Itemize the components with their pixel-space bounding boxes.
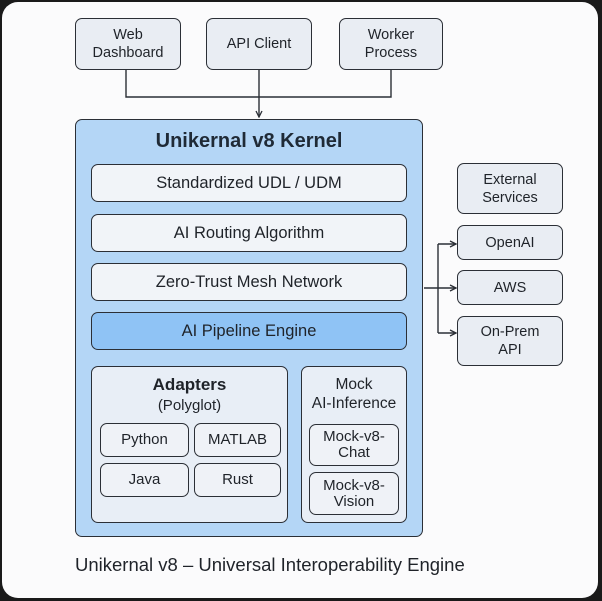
layer-ai-pipeline-engine: AI Pipeline Engine: [91, 312, 407, 350]
mock-label: Mock-v8- Vision: [323, 476, 385, 510]
connector-worker-process: [259, 70, 392, 98]
external-label: AWS: [493, 279, 527, 296]
external-services-header: External Services: [457, 163, 563, 214]
client-label: Worker Process: [364, 27, 418, 61]
external-aws: AWS: [457, 270, 563, 305]
external-on-prem-api: On-Prem API: [457, 316, 563, 366]
layer-label: Standardized UDL / UDM: [156, 174, 342, 192]
mock-v8-vision: Mock-v8- Vision: [309, 472, 399, 515]
mock-label: Mock-v8- Chat: [323, 428, 385, 461]
layer-label: AI Pipeline Engine: [181, 322, 317, 340]
client-label: API Client: [226, 36, 292, 52]
layer-udl-udm: Standardized UDL / UDM: [91, 164, 407, 202]
mock-v8-chat: Mock-v8- Chat: [309, 424, 399, 466]
client-api-client: API Client: [206, 18, 312, 70]
adapter-label: Python: [121, 431, 168, 448]
adapter-label: Java: [128, 471, 161, 488]
adapter-matlab: MATLAB: [194, 423, 281, 457]
adapter-rust: Rust: [194, 463, 281, 497]
connector-web-dashboard: [125, 70, 259, 98]
client-web-dashboard: Web Dashboard: [75, 18, 181, 70]
layer-zero-trust-mesh: Zero-Trust Mesh Network: [91, 263, 407, 301]
external-title: External Services: [482, 171, 538, 206]
mock-inference-title: Mock AI-Inference: [311, 376, 397, 412]
adapter-python: Python: [100, 423, 189, 457]
external-label: OpenAI: [485, 234, 535, 251]
adapter-java: Java: [100, 463, 189, 497]
layer-label: AI Routing Algorithm: [173, 224, 325, 242]
diagram-caption: Unikernal v8 – Universal Interoperabilit…: [75, 554, 465, 575]
adapters-subtitle: (Polyglot): [157, 397, 222, 414]
adapter-label: MATLAB: [208, 431, 267, 448]
adapters-title: Adapters: [152, 375, 227, 394]
client-worker-process: Worker Process: [339, 18, 443, 70]
external-openai: OpenAI: [457, 225, 563, 260]
layer-ai-routing: AI Routing Algorithm: [91, 214, 407, 252]
external-label: On-Prem API: [480, 324, 540, 358]
adapter-label: Rust: [222, 471, 253, 488]
layer-label: Zero-Trust Mesh Network: [155, 273, 343, 291]
kernel-title: Unikernal v8 Kernel: [155, 130, 343, 152]
client-label: Web Dashboard: [92, 27, 164, 61]
